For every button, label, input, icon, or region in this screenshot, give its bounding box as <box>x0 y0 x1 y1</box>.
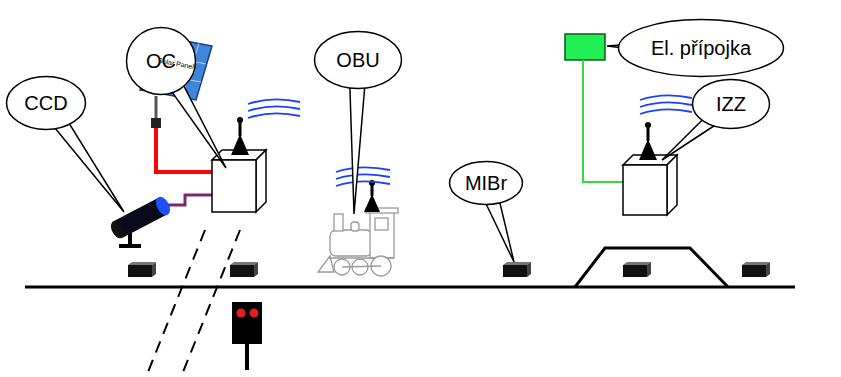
callout-text: CCD <box>24 92 67 114</box>
callout-text: El. přípojka <box>651 37 751 59</box>
siding-track <box>575 248 728 287</box>
crossing-line <box>183 230 240 372</box>
callout-text: MIBr <box>465 172 507 194</box>
obu-antenna <box>336 167 390 212</box>
callout-bubble: IZZ <box>691 78 771 130</box>
crossing-line <box>148 230 205 372</box>
callout-bubble: CCD <box>5 75 87 131</box>
izz-unit <box>623 95 692 215</box>
callout-text: OBU <box>336 49 379 71</box>
callout-bubble: MIBr <box>448 160 524 206</box>
oc-unit <box>212 99 300 212</box>
callout-text: IZZ <box>716 93 746 115</box>
power-line <box>583 60 623 182</box>
rail-track <box>25 286 795 289</box>
ccd-camera <box>108 194 212 248</box>
locomotive <box>318 208 398 276</box>
signal <box>232 302 262 370</box>
callout-bubble: El. přípojka <box>617 18 785 78</box>
power-connection-box <box>565 34 605 60</box>
callout-bubble: OBU <box>313 30 403 90</box>
